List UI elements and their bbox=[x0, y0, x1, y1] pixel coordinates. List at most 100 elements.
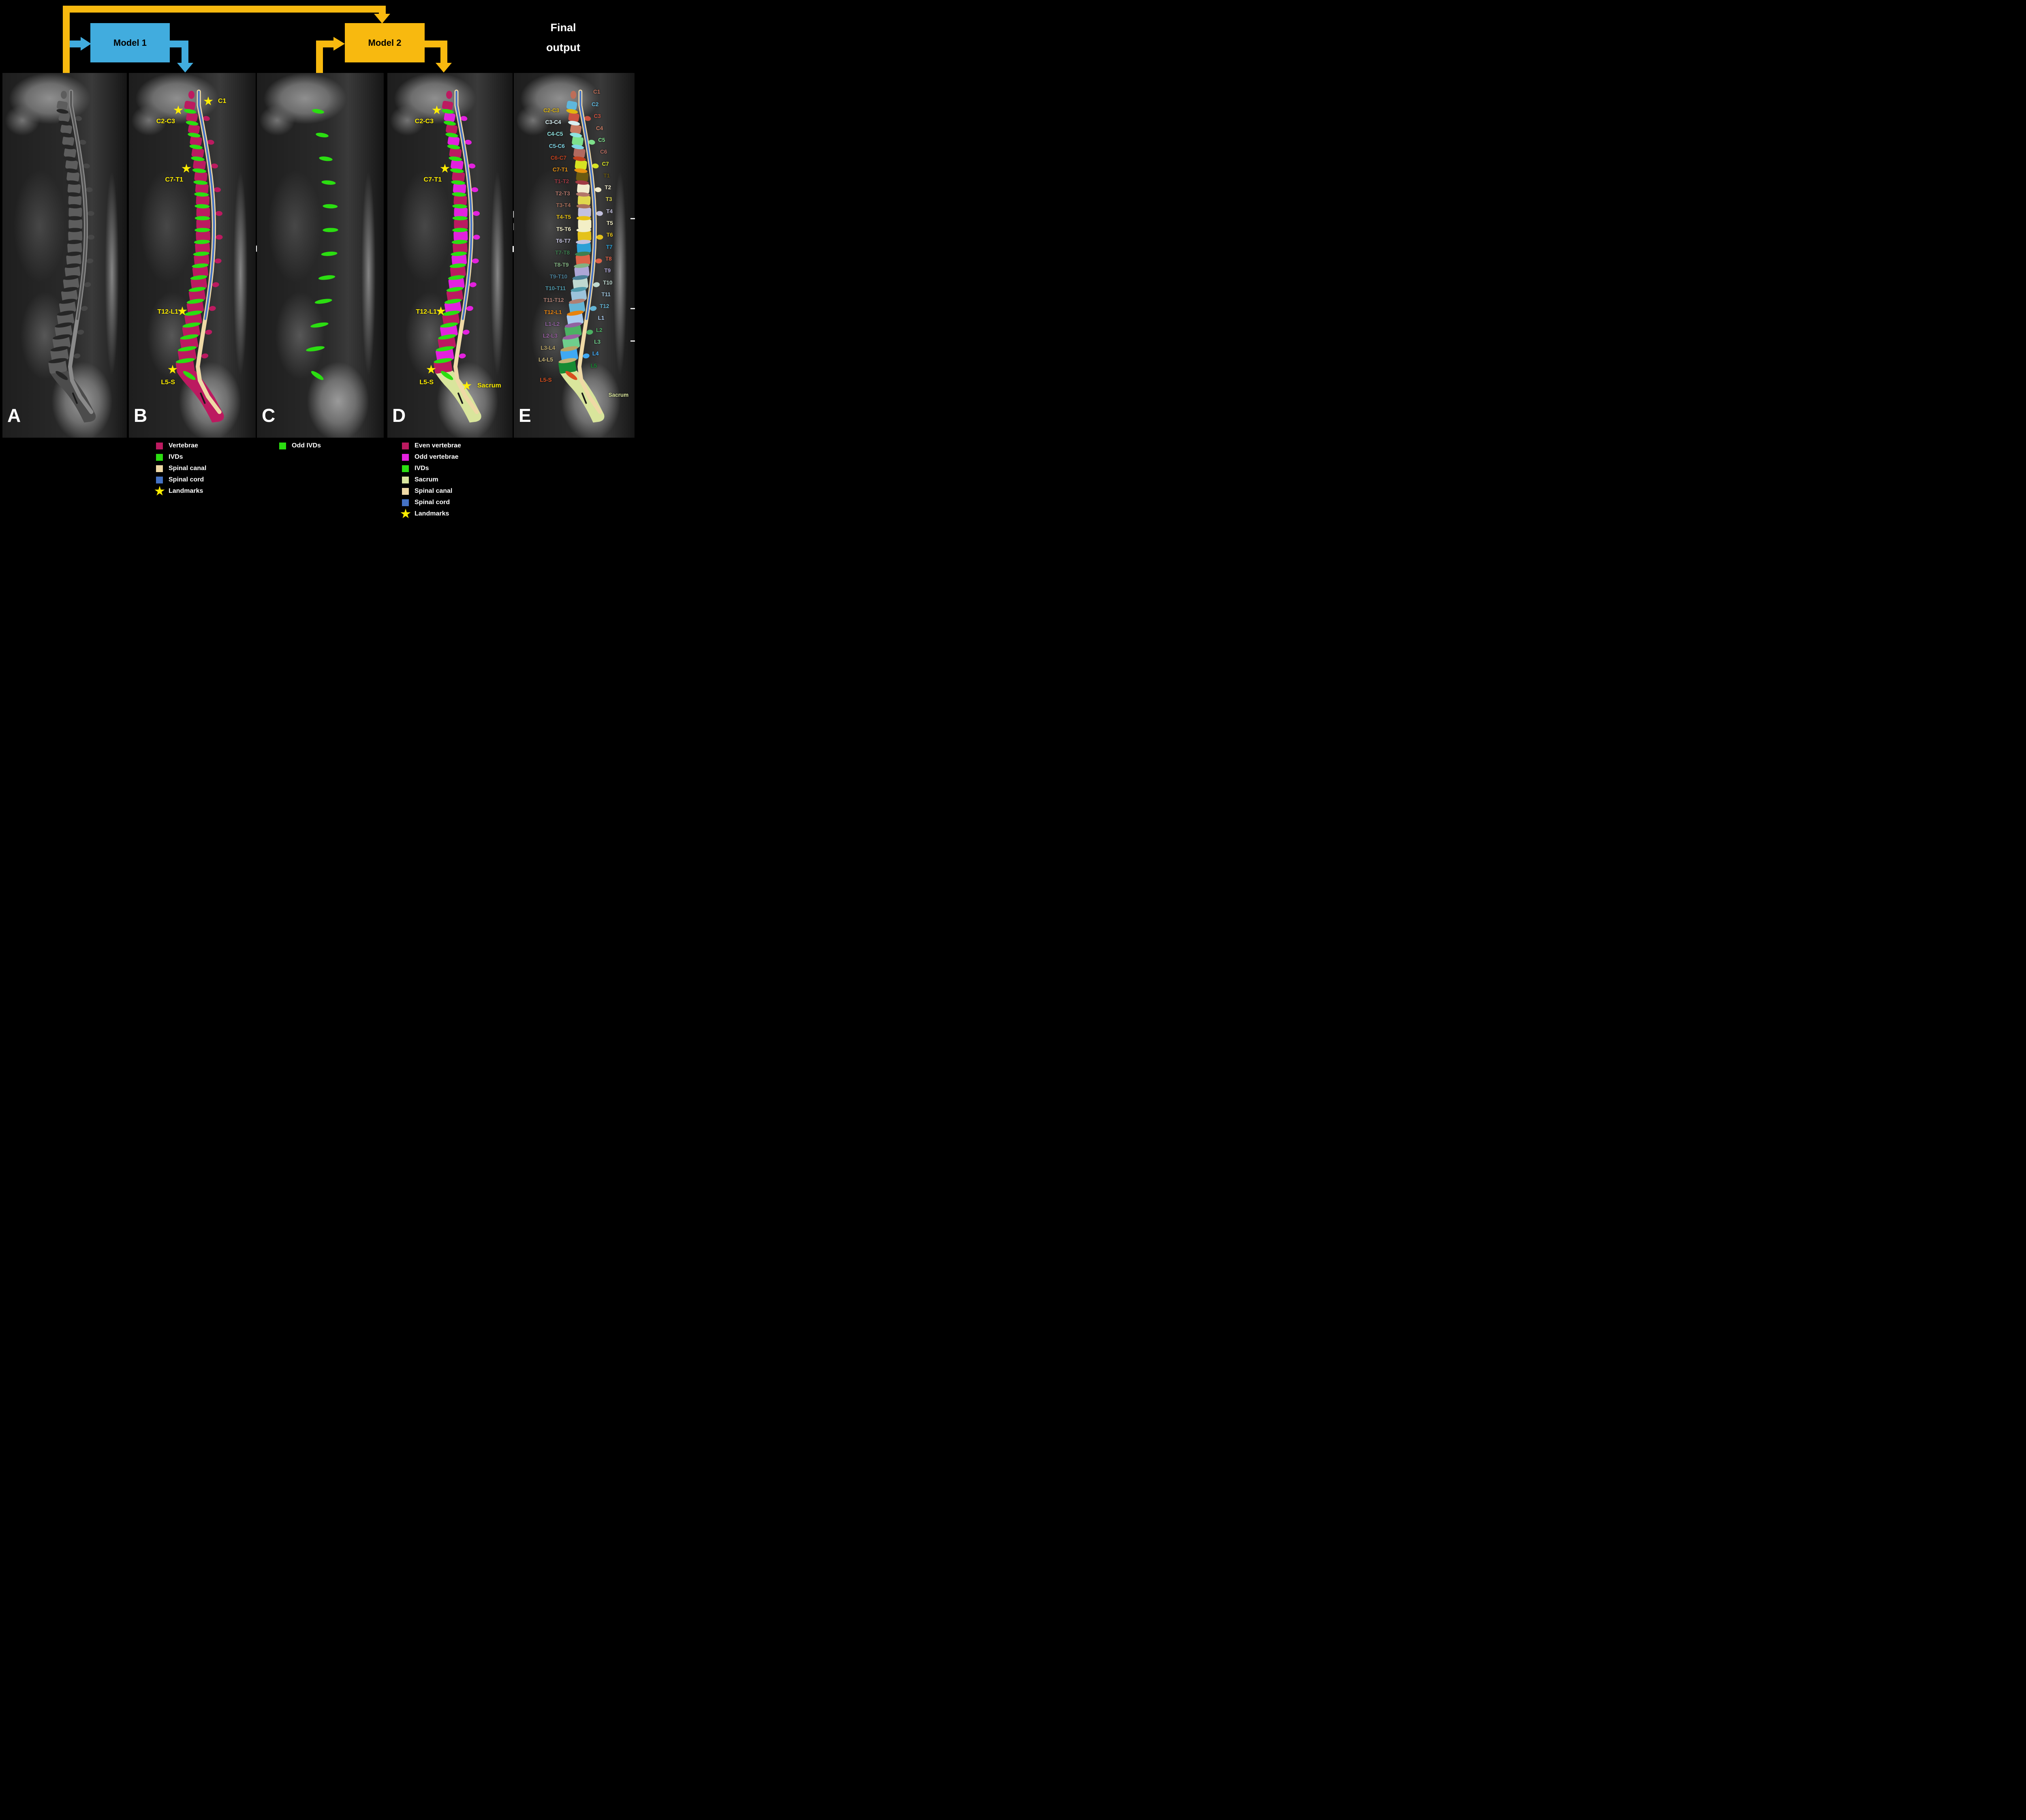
vertebra-body bbox=[190, 277, 207, 290]
disc-label-L3-L4: L3-L4 bbox=[541, 344, 556, 351]
vertebra-body bbox=[566, 312, 583, 326]
c1-body bbox=[188, 91, 195, 99]
landmark-C7-T1-star-icon bbox=[440, 164, 450, 173]
model1-box: Model 1 bbox=[90, 23, 170, 62]
ivd-disc bbox=[450, 168, 464, 173]
vertebra-body bbox=[453, 183, 466, 194]
ivd-disc bbox=[194, 204, 210, 209]
ivd-disc bbox=[447, 144, 460, 150]
landmark-L5-S-star-icon bbox=[168, 365, 177, 374]
figure-root: Model 1 Model 2 Final output Extract odd… bbox=[0, 0, 635, 538]
ivd-disc bbox=[452, 204, 467, 209]
vertebra-body bbox=[196, 207, 210, 218]
disc-label-T11-T12: T11-T12 bbox=[543, 297, 564, 304]
vertebra-body bbox=[446, 124, 458, 134]
vertebra-body bbox=[577, 242, 591, 254]
vertebra-body bbox=[60, 124, 73, 134]
vertebra-body bbox=[449, 148, 462, 158]
c1-body bbox=[446, 91, 452, 99]
vertebra-body bbox=[574, 265, 590, 278]
blue-output-line-model1-v bbox=[182, 41, 188, 64]
ivd-disc bbox=[310, 322, 329, 328]
posterior-element bbox=[462, 329, 470, 335]
ivd-disc bbox=[64, 263, 81, 268]
legend-label: IVDs bbox=[415, 465, 429, 472]
orange-feedback-line-left bbox=[63, 6, 70, 73]
ivd-disc bbox=[570, 133, 582, 138]
vertebra-body bbox=[570, 124, 581, 134]
posterior-element bbox=[214, 187, 221, 192]
ivd-disc bbox=[448, 275, 465, 280]
disc-label-C6-C7: C6-C7 bbox=[550, 154, 566, 161]
disc-label-T9-T10: T9-T10 bbox=[549, 273, 568, 280]
disc-label-L1-L2: L1-L2 bbox=[545, 321, 560, 327]
vertebra-body bbox=[68, 195, 82, 205]
vertebra-label-T12: T12 bbox=[600, 303, 609, 310]
legend-label: Sacrum bbox=[415, 476, 438, 483]
ivd-disc bbox=[449, 156, 462, 161]
legend-swatch bbox=[402, 465, 409, 472]
vertebra-label-C6: C6 bbox=[600, 149, 607, 155]
disc-label-T3-T4: T3-T4 bbox=[556, 202, 571, 209]
legend-swatch bbox=[156, 465, 163, 472]
ivd-disc bbox=[576, 204, 591, 209]
sacrum-shape bbox=[49, 370, 96, 423]
ivd-disc bbox=[58, 121, 71, 126]
disc-label-T10-T11: T10-T11 bbox=[545, 285, 566, 292]
ivd-disc bbox=[452, 192, 466, 197]
ivd-disc bbox=[186, 299, 204, 304]
legend-swatch bbox=[156, 442, 163, 449]
vertebra-body bbox=[188, 124, 200, 134]
scale-tick-0 bbox=[630, 218, 635, 219]
posterior-element bbox=[471, 187, 479, 192]
vertebra-label-T11: T11 bbox=[601, 291, 611, 297]
posterior-element bbox=[86, 258, 94, 263]
panel-letter-d: D bbox=[392, 405, 406, 426]
legend-label: Landmarks bbox=[415, 510, 449, 517]
ivd-disc bbox=[321, 251, 338, 256]
disc-label-T7-T8: T7-T8 bbox=[555, 250, 570, 256]
legend-label: Odd vertebrae bbox=[415, 453, 459, 460]
ivd-disc bbox=[434, 358, 453, 364]
vertebra-body bbox=[194, 171, 207, 182]
disc-label-T4-T5: T4-T5 bbox=[556, 214, 571, 220]
vertebra-body bbox=[196, 195, 210, 205]
arrowhead-down-into-panel-d-icon bbox=[436, 63, 452, 73]
posterior-element bbox=[459, 353, 466, 359]
orange-output-line-model2-v bbox=[440, 41, 447, 64]
disc-label-T2-T3: T2-T3 bbox=[555, 190, 570, 197]
landmark-label-C1: C1 bbox=[218, 98, 227, 105]
vertebra-body bbox=[194, 254, 209, 265]
legend-label: Vertebrae bbox=[169, 442, 198, 449]
vertebra-label-C7: C7 bbox=[602, 160, 609, 167]
ivd-disc bbox=[451, 180, 465, 185]
legend-label: IVDs bbox=[169, 453, 183, 460]
disc-label-T8-T9: T8-T9 bbox=[554, 261, 569, 268]
posterior-element bbox=[583, 353, 590, 359]
vertebra-body bbox=[68, 207, 82, 218]
vertebra-body bbox=[186, 300, 204, 314]
legend-label: Spinal cord bbox=[415, 499, 450, 506]
legend-item-even-vertebrae: Even vertebrae bbox=[402, 440, 461, 451]
vertebra-body bbox=[572, 136, 584, 146]
vertebra-label-L4: L4 bbox=[592, 351, 599, 357]
panel-a-mri: A bbox=[2, 73, 127, 438]
legend-item-landmarks: Landmarks bbox=[400, 508, 461, 520]
ivd-disc bbox=[438, 334, 456, 340]
ivd-disc bbox=[321, 180, 336, 185]
vertebra-label-T2: T2 bbox=[605, 184, 611, 191]
vertebra-body bbox=[454, 219, 468, 229]
ivd-disc bbox=[64, 168, 79, 173]
posterior-element bbox=[468, 163, 476, 169]
legend-item-landmarks: Landmarks bbox=[154, 485, 206, 497]
panel-c-mri: C bbox=[257, 73, 384, 438]
ivd-disc bbox=[55, 322, 73, 328]
sacrum-shape bbox=[435, 370, 481, 423]
posterior-element bbox=[203, 116, 210, 121]
legend-panel-c: Odd IVDs bbox=[279, 440, 321, 451]
ivd-disc bbox=[193, 180, 208, 185]
blue-input-line-model1 bbox=[70, 41, 81, 47]
posterior-element bbox=[84, 282, 91, 287]
ivd-disc bbox=[67, 204, 82, 209]
